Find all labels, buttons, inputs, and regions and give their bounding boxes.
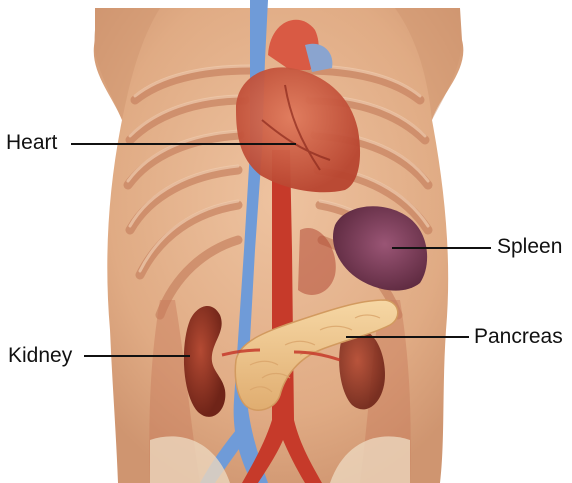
kidney-label: Kidney — [8, 344, 72, 368]
heart-label: Heart — [6, 131, 57, 155]
pancreas-label: Pancreas — [474, 325, 563, 349]
spleen-label: Spleen — [497, 235, 562, 259]
